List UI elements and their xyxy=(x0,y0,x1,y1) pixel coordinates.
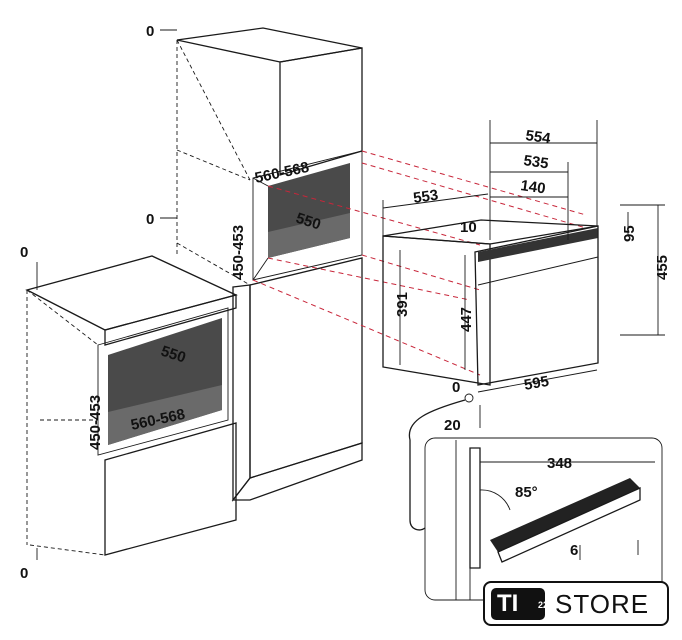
oven-inner-height: 447 xyxy=(458,307,475,332)
projection-lines xyxy=(252,150,587,376)
oven xyxy=(382,219,599,386)
oven-front-depth: 140 xyxy=(519,177,546,197)
door-angle: 85° xyxy=(515,484,538,501)
oven-total-height: 455 xyxy=(654,255,671,280)
oven-side-depth: 553 xyxy=(412,187,439,207)
oven-panel-height: 95 xyxy=(621,225,638,242)
oven-width: 595 xyxy=(523,373,551,394)
tall-cabinet xyxy=(176,27,363,502)
tall-niche-height: 450-453 xyxy=(230,225,247,280)
door-detail xyxy=(408,399,663,601)
tall-side-gap: 0 xyxy=(146,211,154,228)
oven-total-depth: 554 xyxy=(524,127,552,147)
logo-mark-text: TI xyxy=(497,590,519,617)
oven-dimension-lines xyxy=(382,120,665,393)
logo-mark: TI 22 xyxy=(491,588,549,620)
base-top-gap: 0 xyxy=(20,244,28,261)
base-niche-depth: 550 xyxy=(159,343,188,367)
logo-superscript: 22 xyxy=(538,600,549,610)
oven-panel-thickness: 10 xyxy=(460,219,477,236)
oven-body-height: 391 xyxy=(394,292,411,317)
base-niche-height: 450-453 xyxy=(87,395,104,450)
oven-body-depth: 535 xyxy=(522,152,549,172)
tall-niche-depth: 550 xyxy=(294,210,323,234)
logo-wordmark: STORE xyxy=(555,589,650,619)
detail-marker-icon xyxy=(464,393,474,403)
door-clearance: 6 xyxy=(570,542,578,559)
oven-foot-offset: 20 xyxy=(444,417,461,434)
base-bottom-gap: 0 xyxy=(20,565,28,582)
tall-top-gap: 0 xyxy=(146,23,154,40)
oven-foot-gap: 0 xyxy=(452,379,460,396)
store-logo: TI 22 STORE xyxy=(483,581,669,626)
door-length: 348 xyxy=(547,455,572,472)
base-cabinet xyxy=(25,255,238,556)
